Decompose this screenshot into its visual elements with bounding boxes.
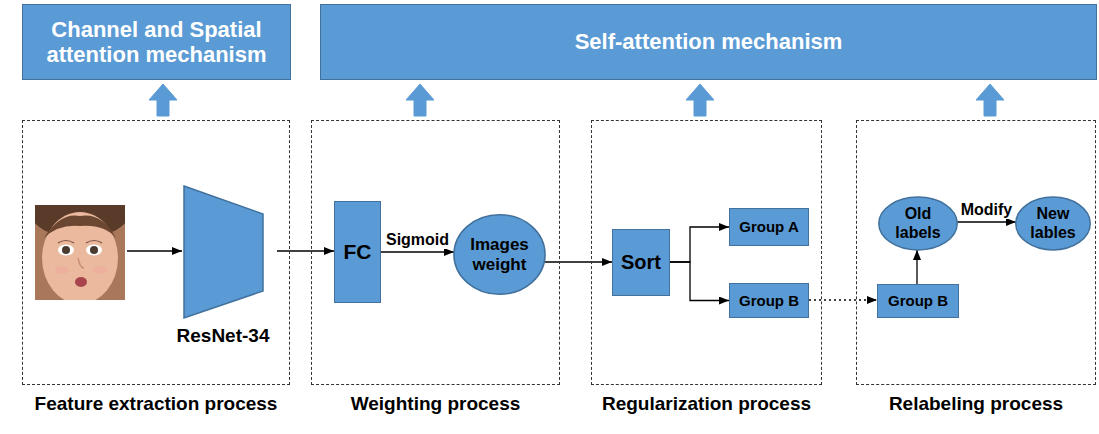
process-frame: Regularization processSortGroup AGroup B (591, 120, 822, 385)
stage-caption: Weighting process (351, 393, 521, 415)
node-label: Old labels (888, 205, 948, 242)
node-label: New lables (1025, 205, 1081, 242)
block-arrow (976, 84, 1004, 116)
node-label: Images weight (465, 235, 534, 274)
node-label: Channel and Spatial attention mechanism (41, 17, 272, 68)
input-arrow (127, 250, 182, 251)
stage-caption: Feature extraction process (35, 393, 278, 415)
connector (277, 250, 334, 251)
label-ellipse: Old labels (878, 196, 958, 251)
connector (670, 262, 729, 301)
node-label: ResNet-34 (177, 325, 270, 347)
node-label: Sort (621, 251, 661, 274)
trapezoid-outline (169, 181, 277, 321)
face-photo (35, 205, 125, 300)
node-label: Self-attention mechanism (575, 29, 843, 54)
connector (381, 251, 454, 252)
block-arrow (686, 84, 714, 116)
group-box: Group B (729, 283, 809, 318)
node-label: FC (344, 240, 372, 264)
process-frame: Weighting processFCImages weight (311, 120, 560, 385)
stage-caption: Relabeling process (889, 393, 1063, 415)
backbone-block: ResNet-34 (169, 181, 277, 349)
process-box: FC (334, 201, 381, 303)
connector (957, 221, 1016, 222)
node-label: Group B (888, 292, 948, 309)
data-ellipse: Images weight (453, 213, 546, 296)
connector (809, 299, 877, 300)
node-label: Group B (739, 292, 799, 309)
node-label: Group A (739, 218, 798, 235)
edge-label: Modify (961, 201, 1013, 219)
group-box: Group A (729, 208, 809, 246)
stage-caption: Regularization process (602, 393, 811, 415)
label-ellipse: New lables (1015, 196, 1091, 251)
block-arrow (149, 84, 177, 116)
attention-band: Channel and Spatial attention mechanism (22, 4, 291, 80)
connector (544, 261, 612, 262)
group-box: Group B (877, 284, 959, 318)
process-frame: Feature extraction processResNet-34 (22, 120, 290, 385)
edge-label: Sigmoid (386, 231, 449, 249)
connector (670, 227, 729, 262)
attention-band: Self-attention mechanism (320, 4, 1097, 80)
process-box: Sort (612, 229, 670, 296)
block-arrow (406, 84, 434, 116)
process-frame: Relabeling processGroup BOld labelsNew l… (856, 120, 1096, 385)
connector (916, 250, 917, 284)
